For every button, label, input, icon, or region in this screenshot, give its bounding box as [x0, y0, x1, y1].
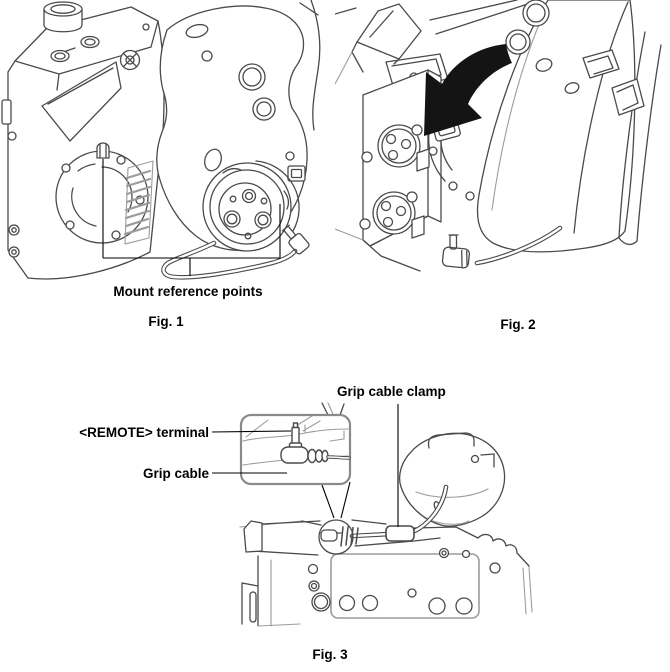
mount-reference-leader-lines — [102, 159, 281, 276]
grip-cable-clamp-label: Grip cable clamp — [337, 384, 446, 399]
fig1-illustration — [1, 0, 321, 280]
remote-terminal-leader — [211, 430, 292, 433]
grip-cable — [474, 225, 563, 266]
remote-plug-detail — [320, 526, 359, 547]
grip-cable-label: Grip cable — [142, 466, 209, 481]
fig3-caption: Fig. 3 — [312, 647, 348, 662]
inset-callout — [239, 413, 352, 486]
grip-cable-plug — [281, 224, 310, 255]
grip-cable-plug — [441, 234, 471, 269]
grip — [476, 0, 662, 253]
speaker-grille — [123, 160, 154, 245]
xlr-panel — [335, 69, 442, 272]
leader-lines — [211, 404, 399, 527]
mount-reference-points-label: Mount reference points — [113, 284, 263, 299]
grip-cable — [161, 240, 298, 280]
camera-mount-plate — [55, 142, 149, 244]
detail-circle — [318, 519, 354, 555]
fig2-caption: Fig. 2 — [500, 317, 536, 332]
mount-reference-tab — [96, 142, 110, 159]
camera-handle-lines — [335, 0, 541, 35]
fig3-illustration — [211, 402, 533, 627]
fig1-caption: Fig. 1 — [148, 314, 184, 329]
camera-top — [239, 519, 533, 627]
rotation-arrow — [424, 44, 512, 136]
cable-clamp — [385, 525, 415, 542]
remote-terminal-label: <REMOTE> terminal — [79, 425, 209, 440]
callout-wedge — [321, 481, 351, 519]
grip — [398, 432, 506, 527]
grip-rosette-mount — [202, 162, 292, 252]
remote-plug — [280, 422, 351, 464]
fig2-illustration — [335, 0, 662, 272]
